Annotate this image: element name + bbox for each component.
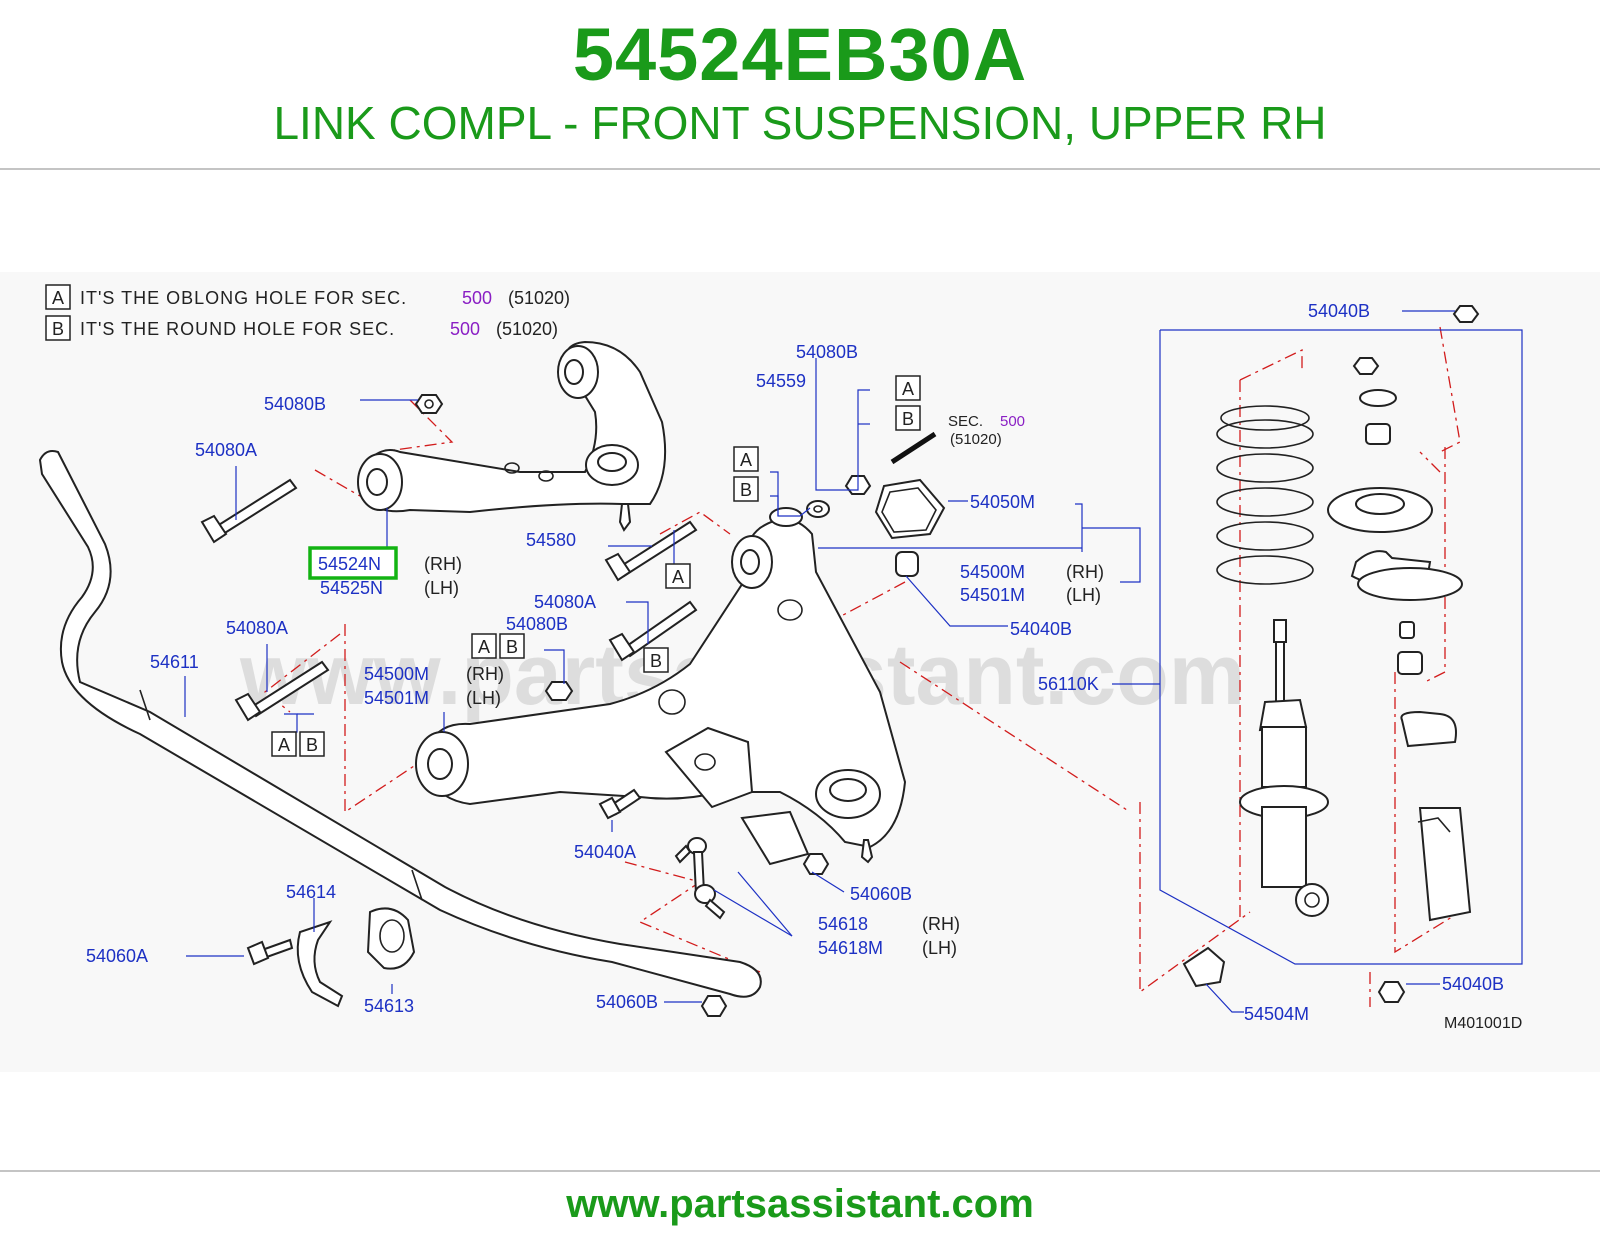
note-b-text: IT'S THE ROUND HOLE FOR SEC. xyxy=(80,319,395,339)
coil-spring[interactable] xyxy=(1216,405,1314,585)
note-a-ref: (51020) xyxy=(508,288,570,308)
stabilizer-link-54618[interactable] xyxy=(674,837,726,920)
lower-link-assembly[interactable] xyxy=(415,507,907,866)
shock-group-frame xyxy=(1159,329,1523,965)
sec-ref: (51020) xyxy=(950,431,1002,448)
svg-text:B: B xyxy=(740,480,752,500)
clamp-54614[interactable] xyxy=(296,920,344,1008)
label-54500M-1-side: (RH) xyxy=(1066,562,1104,582)
label-54611[interactable]: 54611 xyxy=(150,652,199,672)
nut-54060B-1[interactable] xyxy=(802,853,830,875)
upper-link-assembly[interactable] xyxy=(357,340,667,532)
label-54524N-side: (RH) xyxy=(424,554,462,574)
bolt-54060A[interactable] xyxy=(246,938,294,966)
bushing-54040B[interactable] xyxy=(895,551,919,577)
label-54060B-2[interactable]: 54060B xyxy=(596,992,658,1012)
label-54080B-2[interactable]: 54080B xyxy=(264,394,326,414)
callout-boxes: A B A B A B A B A B xyxy=(271,375,921,757)
note-b: B IT'S THE ROUND HOLE FOR SEC. 500 (5102… xyxy=(45,315,558,341)
strut-mount-stack[interactable] xyxy=(1327,305,1480,922)
bushing-54613[interactable] xyxy=(366,907,416,970)
part-labels: 54040B 54080B 54559 54080B 54080A 54050M… xyxy=(86,301,1522,1032)
label-54500M-1[interactable]: 54500M xyxy=(960,562,1025,582)
diagram-code: M401001D xyxy=(1444,1015,1522,1032)
svg-text:A: A xyxy=(478,637,490,657)
bolt-54580[interactable] xyxy=(604,520,698,582)
label-54060B-1[interactable]: 54060B xyxy=(850,884,912,904)
sec-label: SEC. xyxy=(948,413,983,430)
svg-text:B: B xyxy=(650,651,662,671)
label-54080A-3[interactable]: 54080A xyxy=(226,618,288,638)
label-54618M-side: (LH) xyxy=(922,938,957,958)
label-54040B-mid[interactable]: 54040B xyxy=(1010,619,1072,639)
svg-text:A: A xyxy=(740,450,752,470)
header-divider xyxy=(0,168,1600,170)
label-54614[interactable]: 54614 xyxy=(286,882,336,902)
note-b-ref: (51020) xyxy=(496,319,558,339)
label-54524N[interactable]: 54524N xyxy=(318,554,381,574)
label-54080A-1[interactable]: 54080A xyxy=(195,440,257,460)
washer-54559[interactable] xyxy=(806,500,830,518)
label-54580[interactable]: 54580 xyxy=(526,530,576,550)
diagram-canvas: www.partsassistant.com A IT'S THE OBLONG… xyxy=(38,284,1523,1032)
page-header: 54524EB30A LINK COMPL - FRONT SUSPENSION… xyxy=(0,0,1600,168)
nut-54040B-bottom[interactable] xyxy=(1377,981,1406,1003)
label-54501M-1-side: (LH) xyxy=(1066,585,1101,605)
bolt-54040A[interactable] xyxy=(598,788,642,820)
label-56110K[interactable]: 56110K xyxy=(1038,674,1099,694)
footer-url[interactable]: www.partsassistant.com xyxy=(566,1182,1034,1226)
label-54613[interactable]: 54613 xyxy=(364,996,414,1016)
bushing-54504M[interactable] xyxy=(1182,946,1226,988)
label-54080B-1[interactable]: 54080B xyxy=(796,342,858,362)
label-54040B-top[interactable]: 54040B xyxy=(1308,301,1370,321)
label-54618[interactable]: 54618 xyxy=(818,914,868,934)
nut-54080B-mid[interactable] xyxy=(544,681,574,701)
svg-text:A: A xyxy=(278,735,290,755)
label-54501M-1[interactable]: 54501M xyxy=(960,585,1025,605)
svg-text:A: A xyxy=(902,379,914,399)
nut-54080B-upper[interactable] xyxy=(414,394,444,414)
label-54080B-3[interactable]: 54080B xyxy=(506,614,568,634)
highlight-54524N xyxy=(308,546,398,580)
note-a-text: IT'S THE OBLONG HOLE FOR SEC. xyxy=(80,288,407,308)
label-54525N[interactable]: 54525N xyxy=(320,578,383,598)
label-54504M[interactable]: 54504M xyxy=(1244,1004,1309,1024)
seal-54050M[interactable] xyxy=(874,478,946,540)
label-54040B-bottom[interactable]: 54040B xyxy=(1442,974,1504,994)
label-54501M-2[interactable]: 54501M xyxy=(364,688,429,708)
label-54080A-2[interactable]: 54080A xyxy=(534,592,596,612)
svg-text:B: B xyxy=(506,637,518,657)
sec-number[interactable]: 500 xyxy=(1000,413,1025,430)
label-54525N-side: (LH) xyxy=(424,578,459,598)
label-54050M[interactable]: 54050M xyxy=(970,492,1035,512)
svg-text:B: B xyxy=(306,735,318,755)
sec-arrow xyxy=(890,431,937,465)
part-number-title: 54524EB30A xyxy=(572,13,1028,96)
part-description: LINK COMPL - FRONT SUSPENSION, UPPER RH xyxy=(273,97,1327,149)
note-a-box: A xyxy=(52,288,64,308)
label-54060A[interactable]: 54060A xyxy=(86,946,148,966)
stabilizer-bar[interactable] xyxy=(38,450,762,998)
label-54618M[interactable]: 54618M xyxy=(818,938,883,958)
label-54500M-2[interactable]: 54500M xyxy=(364,664,429,684)
label-54040A[interactable]: 54040A xyxy=(574,842,636,862)
svg-text:A: A xyxy=(672,567,684,587)
nut-54060B-2[interactable] xyxy=(700,995,728,1017)
bolt-54080A-left[interactable] xyxy=(234,660,330,722)
note-b-sec[interactable]: 500 xyxy=(450,319,480,339)
note-b-box: B xyxy=(52,319,64,339)
footer-divider xyxy=(0,1170,1600,1172)
leader-lines xyxy=(184,310,1455,1013)
label-54559[interactable]: 54559 xyxy=(756,371,806,391)
label-54500M-2-side: (RH) xyxy=(466,664,504,684)
shock-absorber-56110K[interactable] xyxy=(1239,619,1329,917)
bolt-54080A-upper[interactable] xyxy=(200,478,298,544)
svg-text:B: B xyxy=(902,409,914,429)
bolt-54080A-mid[interactable] xyxy=(608,600,698,662)
label-54501M-2-side: (LH) xyxy=(466,688,501,708)
note-a: A IT'S THE OBLONG HOLE FOR SEC. 500 (510… xyxy=(45,284,570,310)
label-54618-side: (RH) xyxy=(922,914,960,934)
parts-diagram: www.partsassistant.com A IT'S THE OBLONG… xyxy=(0,272,1600,1072)
note-a-sec[interactable]: 500 xyxy=(462,288,492,308)
